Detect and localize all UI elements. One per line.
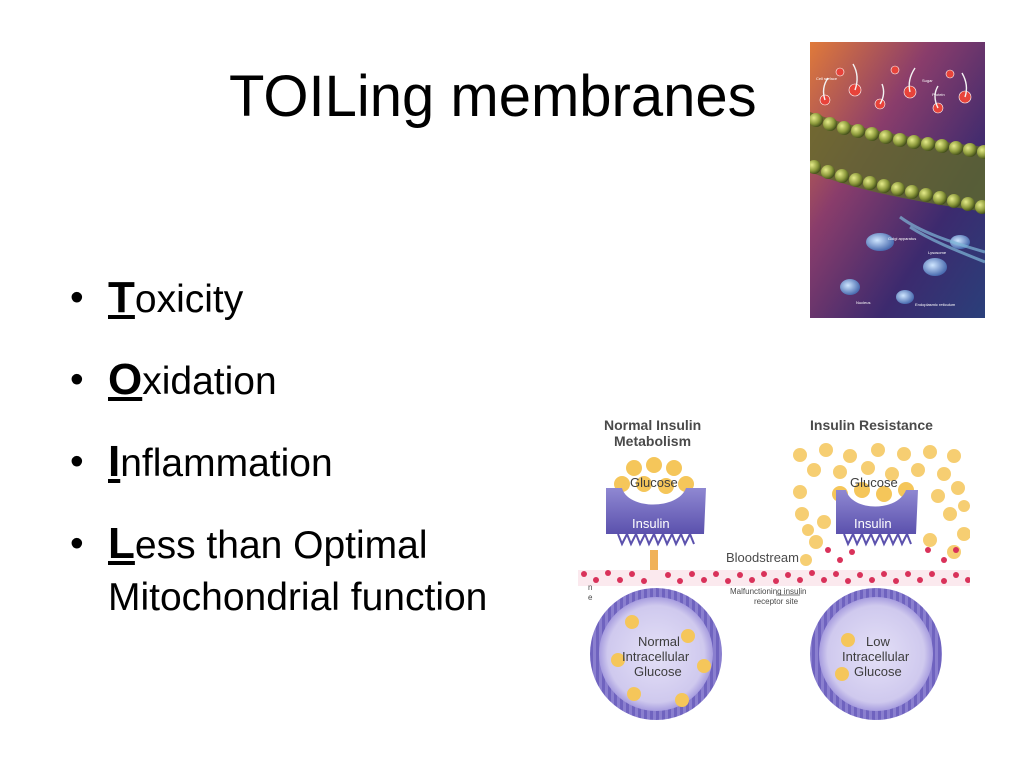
edge-fragment-1: n [588,583,592,592]
sugar-chains [822,63,968,109]
heading-normal-line2: Metabolism [614,433,691,449]
normal-cell-line2: Intracellular [622,649,690,664]
bullet-dot: • [70,522,84,565]
bullet-list: • Toxicity • Oxidation • Inflammation • Less… [70,272,570,653]
bullet-line2: Mitochondrial function [108,576,488,619]
bullet-less-than-optimal: • Less than Optimal Mitochondrial functio… [70,518,570,624]
membrane-labels: Cell surface Sugar Protein Golgi apparat… [816,76,956,307]
bullet-inflammation: • Inflammation [70,436,570,489]
bullet-dot: • [70,276,84,319]
malfunction-label-line2: receptor site [754,597,799,606]
bullet-rest: nflammation [120,442,333,485]
heading-normal-line1: Normal Insulin [604,417,701,433]
lipid-bilayer [810,112,985,214]
normal-cell: Normal Intracellular Glucose [590,588,722,720]
resistant-cell: Low Intracellular Glucose [810,588,942,720]
resistant-insulin-receptor: Glucose Insulin [832,475,918,547]
bullet-initial: O [108,355,143,404]
slide-title: TOILing membranes [229,64,757,129]
label-er: Endoplasmic reticulum [915,302,956,307]
bullet-initial: T [108,273,135,322]
normal-cell-line3: Glucose [634,664,682,679]
bullet-initial: I [108,437,121,486]
bullet-dot: • [70,440,84,483]
normal-insulin-receptor: Glucose Insulin [606,457,706,576]
resistant-cell-line1: Low [866,634,890,649]
bullet-rest: ess than Optimal [134,524,428,567]
bullet-initial: L [108,519,135,568]
label-golgi: Golgi apparatus [888,236,916,241]
bloodstream-label: Bloodstream [726,550,799,565]
bullet-oxidation: • Oxidation [70,354,570,407]
resistant-cell-line2: Intracellular [842,649,910,664]
bullet-rest: oxicity [134,278,244,321]
label-nucleus: Nucleus [856,300,870,305]
bullet-rest: xidation [142,360,277,403]
organelles [840,215,985,304]
insulin-label-right: Insulin [854,516,892,531]
malfunction-label-line1: Malfunctioning insulin [730,587,807,596]
edge-fragment-2: e [588,593,593,602]
bullet-toxicity: • Toxicity [70,272,570,325]
label-sugar: Sugar [922,78,933,83]
insulin-resistance-diagram: Normal Insulin Metabolism Insulin Resist… [578,417,970,720]
free-glucose-particles [793,443,970,566]
label-cell-surface: Cell surface [816,76,838,81]
insulin-label-left: Insulin [632,516,670,531]
glucose-label-right: Glucose [850,475,898,490]
glucose-label-left: Glucose [630,475,678,490]
label-protein: Protein [932,92,945,97]
bloodstream: Bloodstream [578,547,970,586]
heading-resistance: Insulin Resistance [810,417,933,433]
cell-membrane-illustration: Cell surface Sugar Protein Golgi apparat… [810,42,985,318]
normal-cell-line1: Normal [638,634,680,649]
label-lysosome: Lysosome [928,250,947,255]
bullet-dot: • [70,358,84,401]
resistant-cell-line3: Glucose [854,664,902,679]
